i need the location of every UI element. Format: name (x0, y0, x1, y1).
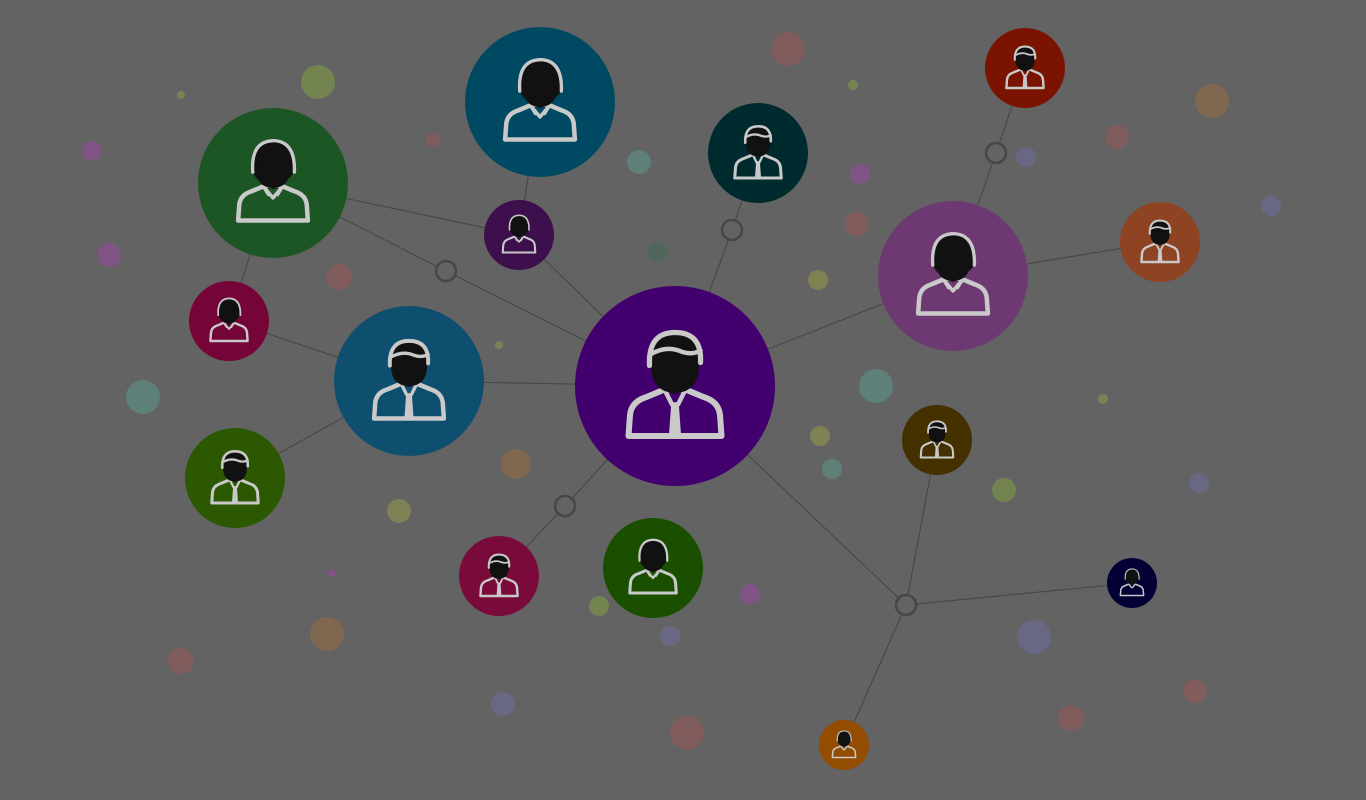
decorative-bubble (326, 264, 352, 290)
decorative-bubble (491, 692, 515, 716)
person-node (708, 103, 808, 203)
person-node (484, 200, 554, 270)
decorative-bubble (627, 150, 651, 174)
decorative-bubble (387, 499, 411, 523)
decorative-bubble (97, 243, 121, 267)
decorative-bubble (771, 32, 805, 66)
decorative-bubble (495, 341, 503, 349)
decorative-bubble (808, 270, 828, 290)
person-node (1120, 202, 1200, 282)
decorative-bubble (992, 478, 1016, 502)
decorative-bubble (1183, 679, 1207, 703)
decorative-bubble (126, 380, 160, 414)
decorative-bubble (168, 648, 194, 674)
person-node (985, 28, 1065, 108)
junction-nodes (434, 141, 1008, 617)
person-node (1107, 558, 1157, 608)
person-node (878, 201, 1028, 351)
decorative-bubble (1017, 620, 1051, 654)
connection-line (843, 604, 907, 746)
person-nodes (185, 27, 1200, 770)
person-node (575, 286, 775, 486)
decorative-bubble (426, 133, 440, 147)
decorative-bubble (810, 426, 830, 446)
decorative-bubble (301, 65, 335, 99)
decorative-bubble (310, 617, 344, 651)
decorative-bubble (1195, 84, 1229, 118)
decorative-bubble (648, 242, 668, 262)
person-node (902, 405, 972, 475)
decorative-bubble (1261, 196, 1281, 216)
decorative-bubble (850, 164, 870, 184)
junction-node (434, 259, 458, 283)
decorative-bubble (660, 626, 680, 646)
decorative-bubble (670, 716, 704, 750)
decorative-bubble (859, 369, 893, 403)
decorative-bubble (1058, 705, 1084, 731)
decorative-bubble (501, 449, 531, 479)
decorative-bubble (845, 212, 869, 236)
person-node (465, 27, 615, 177)
junction-node (553, 494, 577, 518)
decorative-bubble (1105, 125, 1129, 149)
decorative-bubble (328, 569, 336, 577)
person-node (819, 720, 869, 770)
background-bubbles (82, 32, 1281, 750)
decorative-bubble (822, 459, 842, 479)
junction-node (720, 218, 744, 242)
decorative-bubble (589, 596, 609, 616)
decorative-bubble (1098, 394, 1108, 404)
decorative-bubble (1189, 473, 1209, 493)
person-node (189, 281, 269, 361)
decorative-bubble (1016, 147, 1036, 167)
person-node (198, 108, 348, 258)
person-node (603, 518, 703, 618)
person-node (334, 306, 484, 456)
decorative-bubble (82, 141, 102, 161)
decorative-bubble (740, 584, 760, 604)
decorative-bubble (177, 91, 185, 99)
junction-node (894, 593, 918, 617)
person-node (459, 536, 539, 616)
junction-node (984, 141, 1008, 165)
connection-line (905, 582, 1133, 606)
person-node (185, 428, 285, 528)
decorative-bubble (848, 80, 858, 90)
